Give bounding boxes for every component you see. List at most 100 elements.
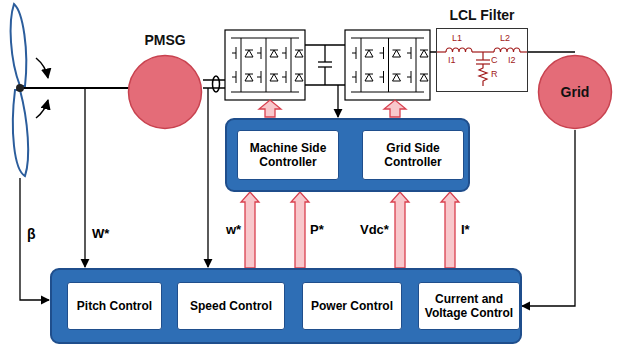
signal-wire <box>84 88 85 267</box>
power-cable <box>203 87 225 89</box>
converter <box>361 38 362 92</box>
signal-arrow <box>241 192 259 268</box>
signal-label: W* <box>92 226 109 241</box>
dc-link <box>324 45 325 62</box>
converter <box>295 74 303 81</box>
node-label: PMSG <box>144 32 185 48</box>
signal-label: P* <box>310 222 324 237</box>
converter <box>241 38 242 92</box>
converter <box>257 77 261 78</box>
node-label: Grid <box>561 84 590 100</box>
converter <box>420 50 428 57</box>
shaft <box>22 87 130 89</box>
controller-box: Pitch Control <box>67 282 162 330</box>
signal-wire <box>20 178 49 300</box>
converter <box>365 74 373 81</box>
wire-connector <box>528 51 575 53</box>
converter <box>266 38 267 92</box>
lcl-schematic <box>494 48 520 52</box>
node-label: Speed Control <box>190 299 272 313</box>
converter <box>245 50 253 57</box>
converter <box>407 53 411 54</box>
converter <box>352 77 356 78</box>
component-label: I2 <box>508 55 516 65</box>
controller-box: Machine Side Controller <box>237 130 339 180</box>
signal-label: β <box>27 226 36 242</box>
converter <box>232 53 236 54</box>
signal-label: w* <box>226 222 241 237</box>
node-label: Pitch Control <box>77 299 152 313</box>
controller-box: Grid Side Controller <box>362 130 464 180</box>
component-label: I1 <box>448 55 456 65</box>
lcl-schematic <box>520 51 528 52</box>
control-panel: Machine Side Controller Grid Side Control… <box>225 118 470 192</box>
converter <box>420 74 428 81</box>
node-label: Machine Side Controller <box>242 141 334 169</box>
converter <box>388 38 389 92</box>
signal-wire <box>337 85 338 117</box>
component-label: L2 <box>500 33 510 43</box>
converter <box>257 53 261 54</box>
machine-circle: Grid <box>537 54 613 130</box>
lcl-schematic <box>446 48 472 52</box>
converter <box>380 77 384 78</box>
converter <box>231 38 428 92</box>
converter <box>245 74 253 81</box>
converter <box>291 38 292 92</box>
converter <box>270 50 278 57</box>
converter <box>232 77 236 78</box>
converter <box>282 53 286 54</box>
controller-box: Power Control <box>302 282 402 330</box>
converter <box>351 38 424 39</box>
rotation-arrow <box>36 58 48 78</box>
node-label: Grid Side Controller <box>367 141 459 169</box>
converter <box>270 74 278 81</box>
converter <box>352 53 356 54</box>
circle-outline <box>127 54 203 130</box>
node-label: Current and Voltage Control <box>423 292 515 320</box>
dc-link <box>324 67 325 85</box>
signal-label: I* <box>461 222 470 237</box>
converter <box>345 30 430 100</box>
lcl-schematic <box>482 52 483 60</box>
converter <box>365 50 373 57</box>
controller-box: Current and Voltage Control <box>418 282 520 330</box>
converter <box>407 77 411 78</box>
converter <box>225 30 430 100</box>
machine-circle <box>129 56 202 129</box>
controller-box: Speed Control <box>177 282 285 330</box>
converter <box>416 38 417 92</box>
hub <box>16 84 24 92</box>
lcl-schematic <box>476 59 490 60</box>
converter <box>393 74 401 81</box>
control-arrow <box>259 100 281 117</box>
lcl-schematic <box>436 51 446 52</box>
machine-circle <box>539 56 612 129</box>
signal-arrow <box>291 192 309 268</box>
component-label: R <box>491 69 498 79</box>
converter <box>380 53 384 54</box>
wire-connector <box>522 130 575 306</box>
component-label: C <box>491 55 498 65</box>
dc-link <box>318 61 332 62</box>
dc-link <box>305 45 345 85</box>
signal-arrow <box>391 192 409 268</box>
converter <box>351 92 424 93</box>
control-arrow <box>259 100 406 117</box>
blade <box>11 4 27 86</box>
power-cable <box>213 76 220 92</box>
converter <box>225 30 305 100</box>
converter <box>295 50 303 57</box>
signal-label: Vdc* <box>360 222 389 237</box>
wind-turbine <box>11 4 130 176</box>
signal-arrow <box>441 192 459 268</box>
converter <box>282 77 286 78</box>
signal-wire <box>207 88 208 267</box>
node-label: Power Control <box>311 299 393 313</box>
lcl-schematic <box>436 48 528 86</box>
converter <box>393 50 401 57</box>
control-arrow <box>384 100 406 117</box>
control-panel: Pitch Control Speed Control Power Control C… <box>50 268 522 344</box>
machine-circle: PMSG <box>127 54 203 130</box>
